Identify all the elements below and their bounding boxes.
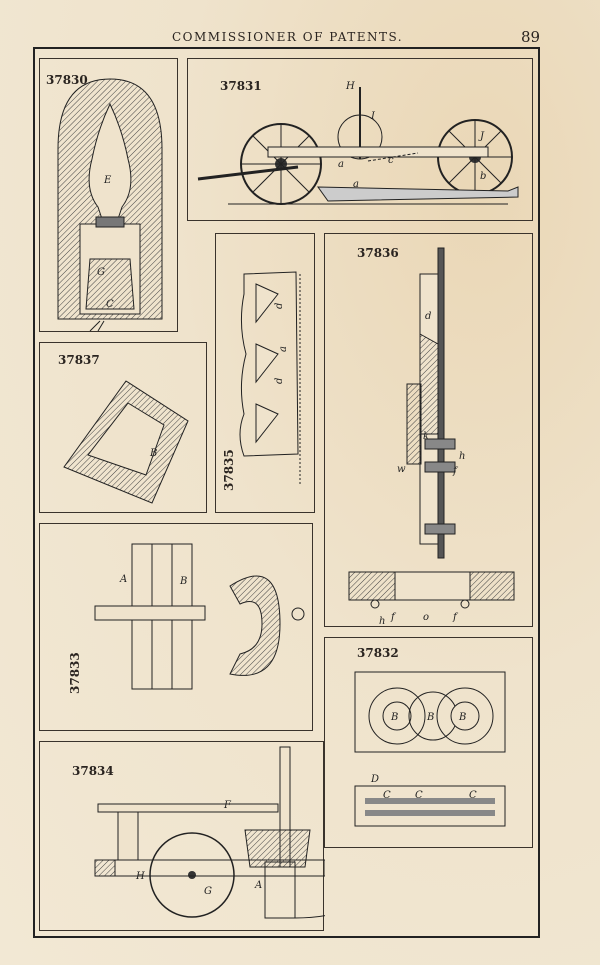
label-H: H [135, 871, 145, 882]
figure-number: 37837 [58, 353, 100, 367]
figure-number: 37830 [46, 73, 88, 87]
label-A: A [119, 574, 127, 585]
figure-37832: 37832 B B B D C C C [324, 637, 533, 848]
plate-frame [33, 47, 540, 938]
figure-37835-drawing: d a d [239, 271, 301, 484]
figure-37831-drawing: H I a c a J b [197, 81, 519, 205]
label-b: b [480, 171, 486, 182]
label-G: G [204, 886, 212, 897]
label-B: B [179, 576, 187, 587]
label-B1: B [390, 712, 398, 723]
label-H: H [345, 81, 355, 92]
label-A: A [254, 880, 262, 891]
figure-37833: 37833 A B [39, 523, 313, 731]
page-header: COMMISSIONER OF PATENTS. 89 [0, 28, 600, 48]
label-f: f [452, 466, 459, 477]
figure-37834: 37834 F H G A [39, 741, 325, 931]
label-o: o [423, 612, 429, 623]
label-d2: d [274, 378, 285, 384]
label-w: w [397, 464, 406, 475]
label-C3: C [469, 790, 477, 801]
figure-37830: 37830 E G C [39, 58, 178, 332]
label-J: J [478, 131, 485, 142]
figure-37831: 37831 H I a c a J b [187, 58, 533, 221]
label-f2: f [390, 612, 397, 623]
figure-37832-drawing: B B B D C C C [354, 671, 506, 827]
label-a: a [338, 159, 344, 170]
label-a2: a [353, 179, 359, 190]
figure-number: 37836 [357, 246, 399, 260]
label-d: d [274, 303, 285, 309]
figure-number: 37831 [220, 79, 262, 93]
label-C: C [106, 299, 114, 310]
figure-37837-drawing: B [63, 380, 189, 504]
figure-37836-drawing: d k h w f h f o f [348, 247, 515, 627]
label-D: D [370, 774, 379, 785]
label-B: B [149, 448, 157, 459]
label-E: E [103, 175, 112, 186]
label-C2: C [415, 790, 423, 801]
running-title: COMMISSIONER OF PATENTS. [172, 30, 404, 44]
label-B3: B [458, 712, 466, 723]
label-k: k [423, 431, 429, 442]
label-F: F [223, 800, 232, 811]
label-f3: f [452, 612, 459, 623]
figure-number: 37834 [72, 764, 114, 778]
figure-37833-drawing: A B [94, 543, 305, 690]
label-C1: C [383, 790, 391, 801]
figure-37836: 37836 d k h w f h f o f [324, 233, 533, 627]
label-h2: h [379, 616, 385, 627]
label-d: d [425, 311, 431, 322]
figure-37830-drawing: E G C [57, 78, 163, 332]
label-h: h [459, 451, 465, 462]
label-I: I [370, 111, 376, 122]
page-number: 89 [521, 28, 541, 46]
figure-37834-drawing: F H G A [94, 746, 325, 919]
label-G: G [97, 267, 105, 278]
figure-37835: 37835 d a d [215, 233, 315, 513]
label-B2: B [426, 712, 434, 723]
figure-37837: 37837 B [39, 342, 207, 513]
label-c: c [388, 155, 394, 166]
figure-number: 37832 [357, 646, 399, 660]
label-a: a [278, 346, 289, 352]
